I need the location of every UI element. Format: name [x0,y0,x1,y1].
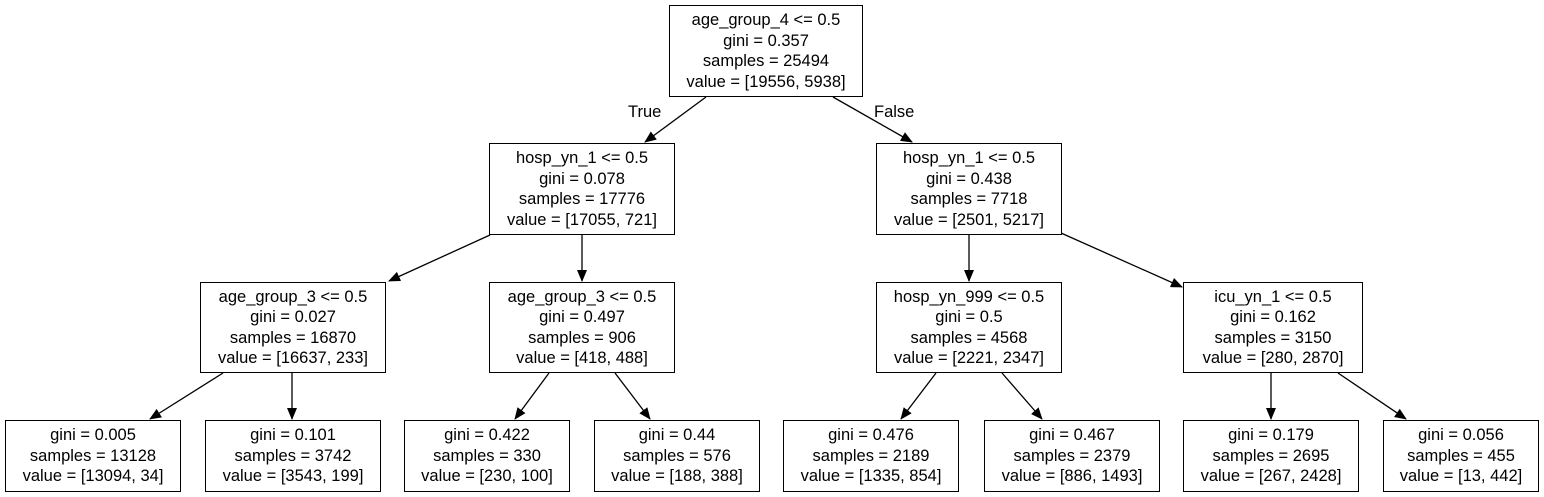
edge-ll-to-lll [149,372,224,420]
node-value: value = [13094, 34] [22,467,164,486]
node-gini: gini = 0.438 [926,169,1012,188]
node-samples: samples = 455 [1407,446,1515,465]
edge-lr-to-lrr [614,372,651,420]
node-samples: samples = 25494 [702,52,830,70]
tree-node-rrl: gini = 0.179 samples = 2695 value = [267… [1183,420,1359,492]
tree-node-rl: hosp_yn_999 <= 0.5 gini = 0.5 samples = … [876,282,1062,373]
tree-node-rrr: gini = 0.056 samples = 455 value = [13, … [1383,420,1539,492]
node-samples: samples = 2695 [1212,446,1330,465]
node-samples: samples = 4568 [910,328,1028,347]
node-split-condition: hosp_yn_1 <= 0.5 [902,149,1036,167]
node-samples: samples = 16870 [229,328,357,347]
node-split-condition: hosp_yn_1 <= 0.5 [515,149,649,167]
node-gini: gini = 0.44 [638,426,716,445]
edge-rr-to-rrr [1337,372,1407,420]
node-samples: samples = 906 [528,328,636,347]
node-value: value = [17055, 721] [507,210,657,229]
node-samples: samples = 576 [623,446,731,465]
node-gini: gini = 0.005 [50,426,136,445]
node-gini: gini = 0.101 [250,426,336,445]
tree-node-lll: gini = 0.005 samples = 13128 value = [13… [5,420,181,492]
node-value: value = [418, 488] [516,349,648,367]
node-value: value = [13, 442] [1399,467,1523,486]
node-samples: samples = 17776 [518,190,646,208]
node-split-condition: icu_yn_1 <= 0.5 [1214,287,1332,306]
node-samples: samples = 3150 [1214,328,1332,347]
node-split-condition: age_group_3 <= 0.5 [218,287,368,306]
node-gini: gini = 0.5 [935,308,1003,326]
node-value: value = [2501, 5217] [894,210,1044,229]
edge-l-to-ll [388,234,491,282]
tree-node-rr: icu_yn_1 <= 0.5 gini = 0.162 samples = 3… [1183,282,1363,373]
node-gini: gini = 0.162 [1230,308,1316,326]
node-split-condition: hosp_yn_999 <= 0.5 [893,287,1045,306]
node-value: value = [188, 388] [611,467,743,486]
node-samples: samples = 13128 [29,446,157,465]
edge-rl-to-rlr [1001,372,1043,420]
node-value: value = [19556, 5938] [686,72,846,91]
node-value: value = [16637, 233] [218,349,368,367]
edge-label-false: False [874,103,915,121]
node-gini: gini = 0.179 [1228,426,1314,445]
tree-node-llr: gini = 0.101 samples = 3742 value = [354… [205,420,381,492]
node-split-condition: age_group_4 <= 0.5 [691,11,841,29]
node-gini: gini = 0.497 [539,308,625,326]
node-gini: gini = 0.476 [828,426,914,445]
tree-node-l: hosp_yn_1 <= 0.5 gini = 0.078 samples = … [489,143,675,235]
node-samples: samples = 2379 [1013,446,1131,465]
node-gini: gini = 0.078 [539,169,625,188]
node-value: value = [886, 1493] [1001,467,1143,486]
edge-root-to-right [832,96,913,143]
tree-node-rll: gini = 0.476 samples = 2189 value = [133… [783,420,959,492]
tree-node-ll: age_group_3 <= 0.5 gini = 0.027 samples … [200,282,386,373]
node-gini: gini = 0.467 [1029,426,1115,445]
node-value: value = [230, 100] [421,467,553,486]
tree-node-rlr: gini = 0.467 samples = 2379 value = [886… [984,420,1160,492]
node-value: value = [3543, 199] [222,467,364,486]
node-value: value = [1335, 854] [800,467,942,486]
node-samples: samples = 2189 [812,446,930,465]
node-samples: samples = 7718 [910,190,1028,208]
node-split-condition: age_group_3 <= 0.5 [507,287,657,306]
tree-node-lrl: gini = 0.422 samples = 330 value = [230,… [404,420,570,492]
edge-r-to-rr [1060,232,1183,288]
edge-root-to-left [644,96,707,143]
node-samples: samples = 3742 [234,446,352,465]
tree-node-lr: age_group_3 <= 0.5 gini = 0.497 samples … [489,282,675,373]
tree-node-root: age_group_4 <= 0.5 gini = 0.357 samples … [669,5,863,97]
node-gini: gini = 0.422 [444,426,530,445]
node-samples: samples = 330 [433,446,541,465]
node-gini: gini = 0.056 [1418,426,1504,445]
edge-label-true: True [628,103,662,121]
node-value: value = [2221, 2347] [894,349,1044,367]
edge-lr-to-lrl [514,372,550,420]
node-gini: gini = 0.027 [250,308,336,326]
tree-node-r: hosp_yn_1 <= 0.5 gini = 0.438 samples = … [876,143,1062,235]
node-value: value = [267, 2428] [1200,467,1342,486]
node-value: value = [280, 2870] [1202,349,1344,367]
edge-rl-to-rll [900,372,937,420]
tree-node-lrr: gini = 0.44 samples = 576 value = [188, … [594,420,760,492]
node-gini: gini = 0.357 [723,31,809,50]
